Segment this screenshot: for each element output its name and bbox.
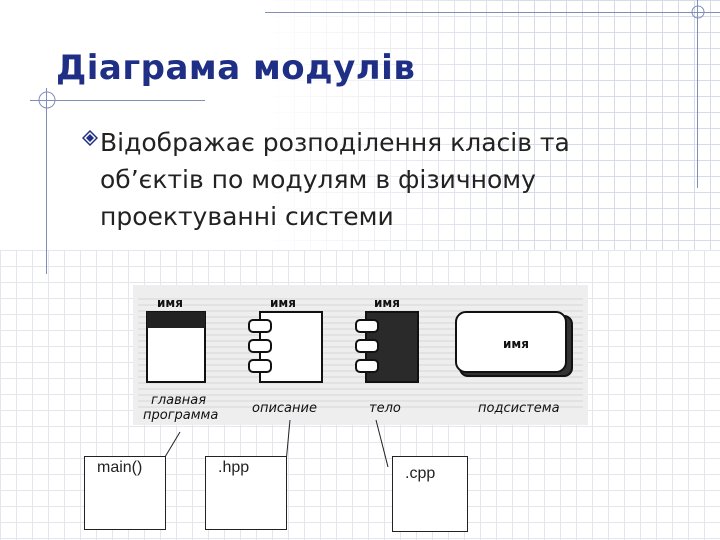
specification-module bbox=[248, 311, 323, 383]
right-accent-line bbox=[697, 0, 698, 188]
module-name-spec: имя bbox=[270, 296, 296, 310]
callout-cpp-label: .cpp bbox=[405, 465, 436, 482]
callout-hpp-label: .hpp bbox=[218, 459, 250, 476]
body-module bbox=[355, 311, 419, 383]
callout-cpp: .cpp bbox=[392, 456, 468, 532]
left-accent-line bbox=[46, 88, 47, 274]
title-underline bbox=[30, 100, 205, 101]
grid-fade bbox=[262, 0, 522, 250]
bullet-line-2: об’єктів по модулям в фізичному bbox=[100, 165, 536, 194]
bullet-line-3: проектуванні системи bbox=[100, 202, 394, 231]
caption-body: тело bbox=[369, 401, 401, 416]
subsystem-module bbox=[455, 311, 573, 377]
cpp-connector bbox=[375, 419, 389, 468]
hpp-connector bbox=[285, 419, 291, 464]
slide-title: Діаграма модулів bbox=[56, 48, 416, 88]
caption-main-line1: главная bbox=[151, 393, 207, 408]
caption-spec: описание bbox=[252, 401, 317, 416]
top-accent-line bbox=[265, 12, 720, 13]
module-name-subsystem: имя bbox=[503, 337, 529, 351]
caption-main-line2: программа bbox=[143, 408, 219, 423]
callout-main-label: main() bbox=[97, 459, 143, 476]
diamond-bullet-icon bbox=[82, 130, 98, 146]
bullet-text: Відображає розподілення класів та об’єкт… bbox=[100, 124, 642, 235]
module-name-body: имя bbox=[374, 296, 400, 310]
main-program-header bbox=[147, 312, 205, 328]
caption-subsystem: подсистема bbox=[478, 401, 560, 416]
bullet-item: Відображає розподілення класів та об’єкт… bbox=[82, 124, 642, 235]
callout-hpp: .hpp bbox=[205, 456, 287, 530]
callout-main: main() bbox=[84, 456, 166, 530]
bullet-line-1: Відображає розподілення класів та bbox=[100, 128, 570, 157]
module-name-main: имя bbox=[157, 296, 183, 310]
